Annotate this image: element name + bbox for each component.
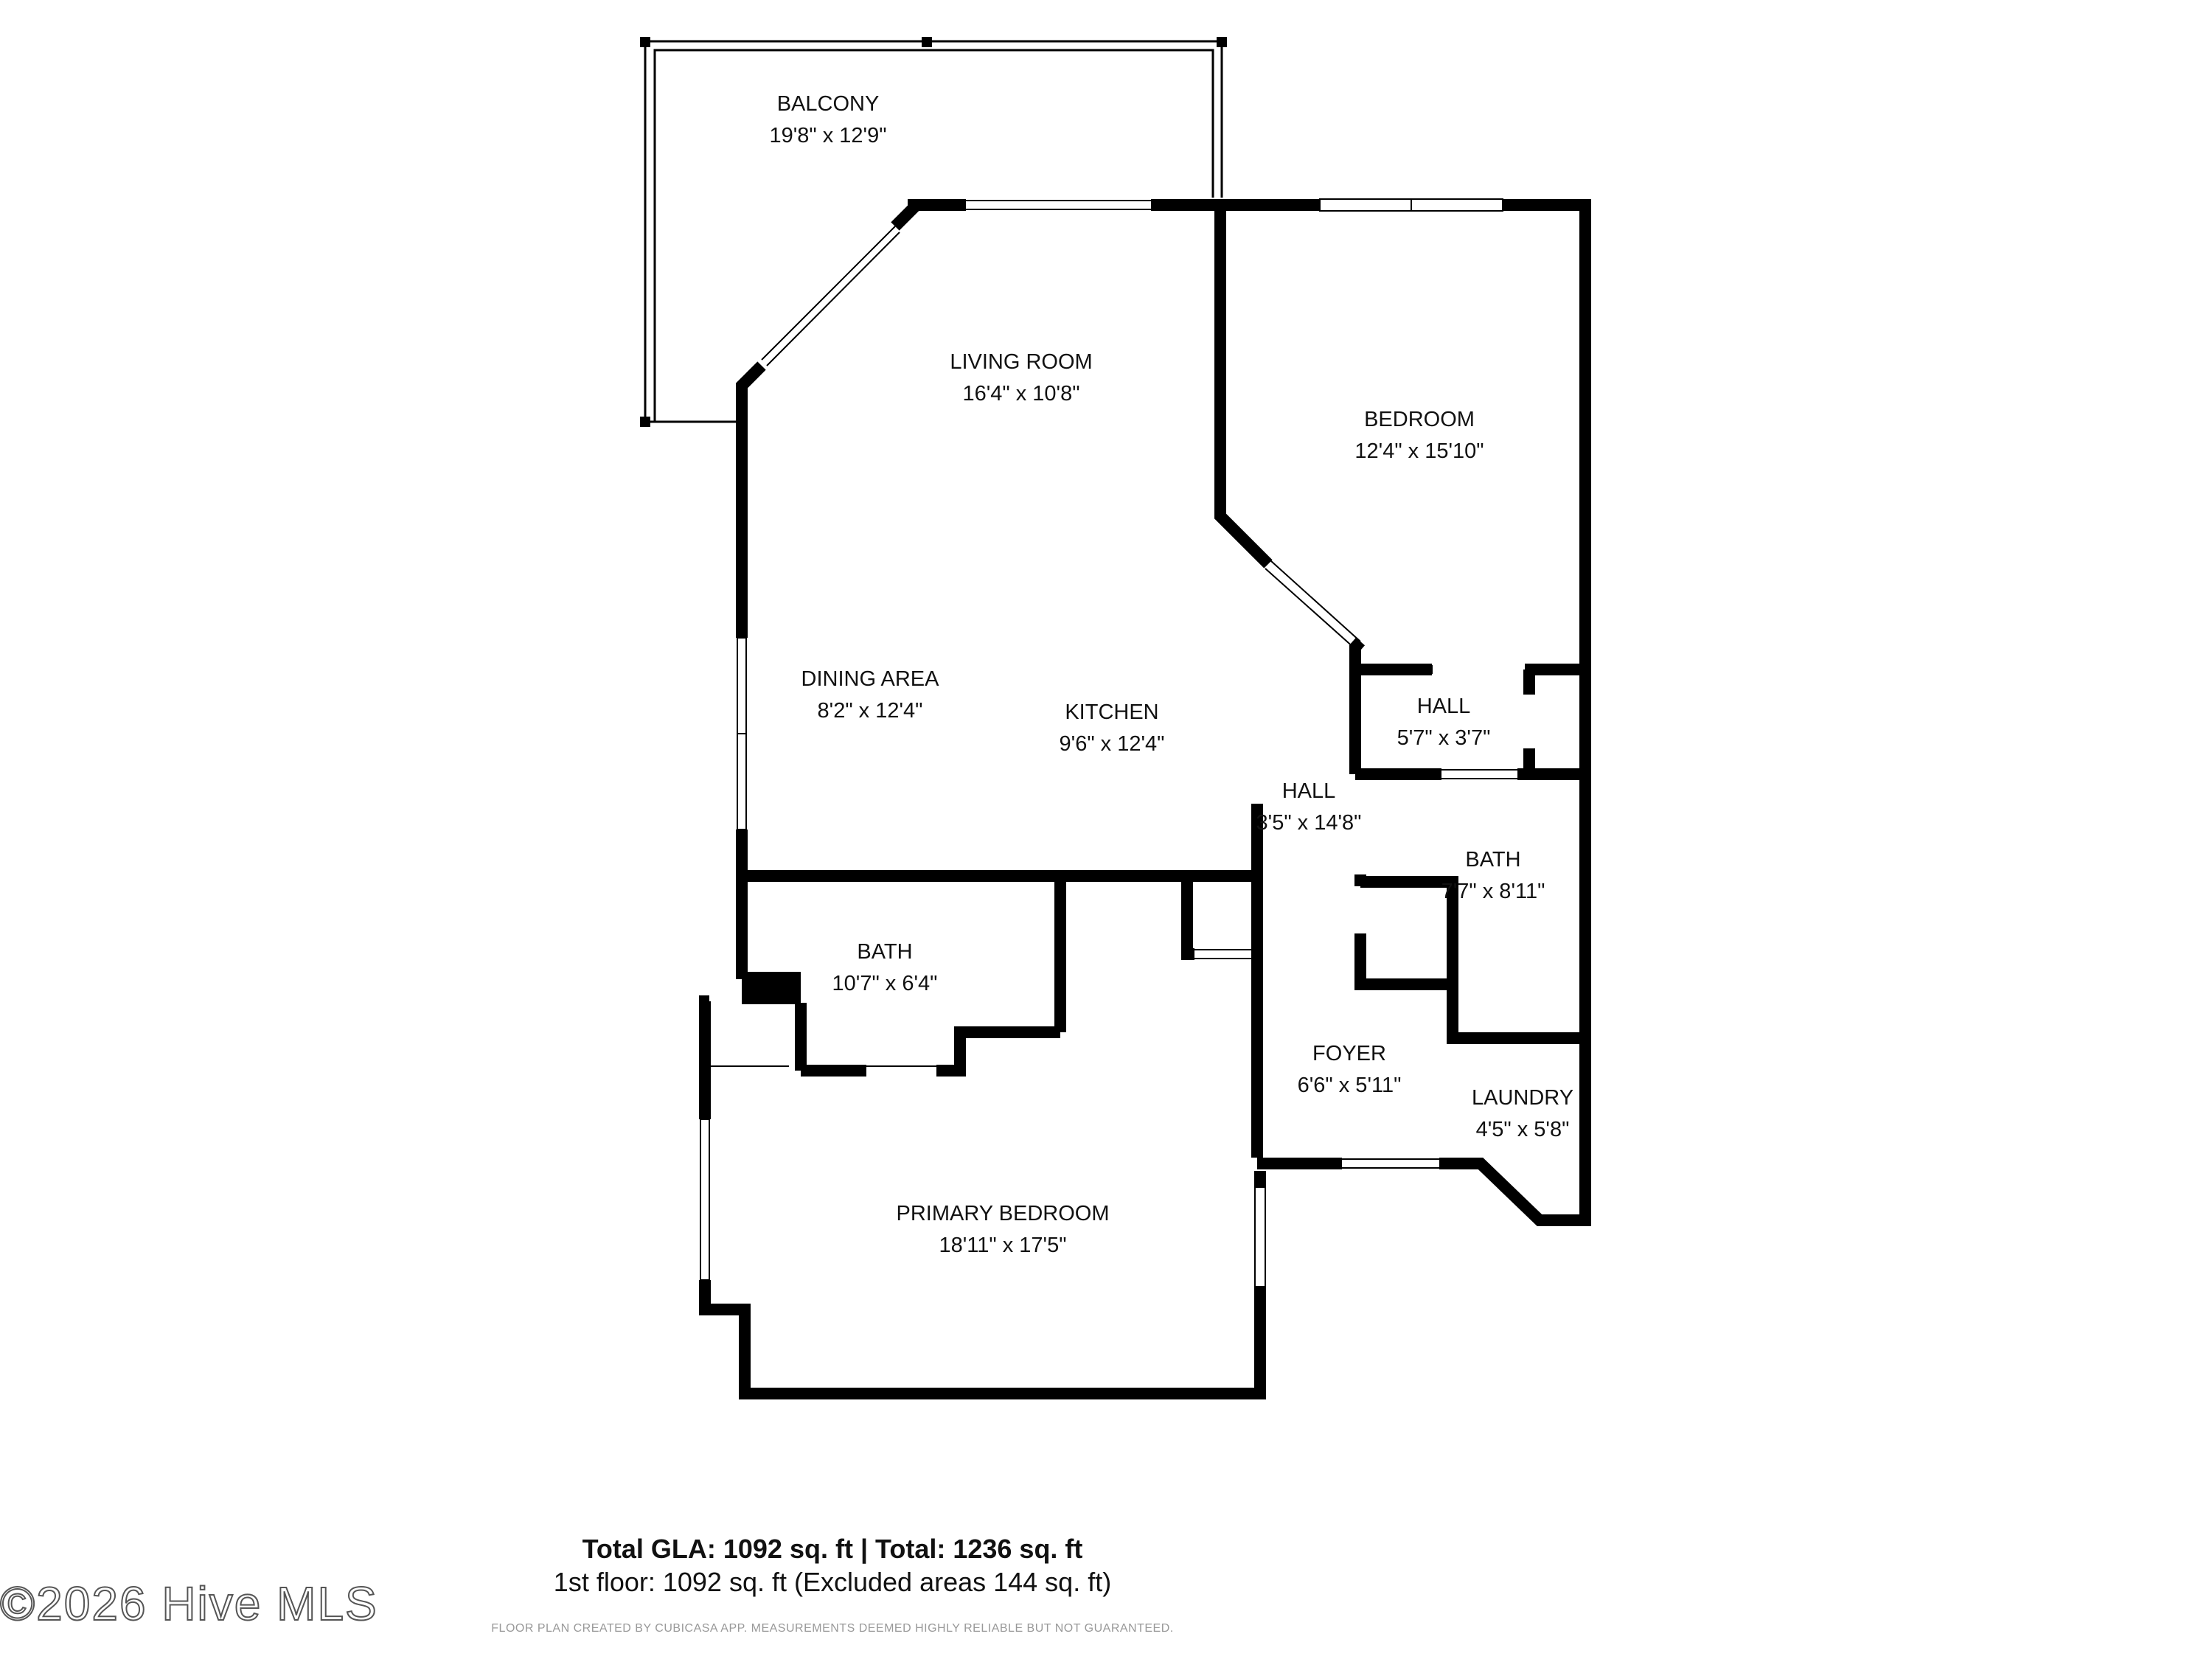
room-name: BATH [1465,848,1520,872]
room-dimensions: 5'7" x 3'7" [1397,726,1491,750]
room-label-laundry: LAUNDRY 4'5" x 5'8" [1472,1086,1573,1141]
room-name: LAUNDRY [1472,1086,1573,1110]
room-name: BATH [857,940,912,964]
room-dimensions: 10'7" x 6'4" [832,972,938,995]
room-label-balcony: BALCONY 19'8" x 12'9" [769,92,886,147]
room-name: KITCHEN [1065,700,1158,724]
room-dimensions: 9'6" x 12'4" [1060,732,1165,756]
room-dimensions: 8'2" x 12'4" [818,699,923,723]
room-dimensions: 4'5" x 5'8" [1476,1118,1570,1141]
windows [700,198,1517,1287]
room-label-hall-upper: HALL 5'7" x 3'7" [1397,695,1491,750]
total-area-summary: Total GLA: 1092 sq. ft | Total: 1236 sq.… [582,1534,1083,1564]
room-label-bath-right: BATH 7'7" x 8'11" [1441,848,1545,903]
room-label-dining-area: DINING AREA 8'2" x 12'4" [801,667,940,723]
room-name: PRIMARY BEDROOM [897,1202,1110,1225]
room-name: BEDROOM [1364,408,1475,431]
room-dimensions: 12'4" x 15'10" [1354,439,1484,463]
balcony-posts [640,37,1227,427]
room-label-bath-left: BATH 10'7" x 6'4" [832,940,938,995]
walls [699,199,1591,1399]
room-dimensions: 3'5" x 14'8" [1256,811,1362,835]
room-label-bedroom: BEDROOM 12'4" x 15'10" [1354,408,1484,463]
room-name: BALCONY [777,92,880,116]
balcony-outline [644,40,1223,423]
room-dimensions: 6'6" x 5'11" [1298,1074,1402,1097]
watermark: ©2026 Hive MLS [0,1576,378,1631]
room-name: HALL [1417,695,1471,718]
room-name: LIVING ROOM [950,350,1092,374]
room-label-living-room: LIVING ROOM 16'4" x 10'8" [950,350,1092,406]
room-label-foyer: FOYER 6'6" x 5'11" [1298,1042,1402,1097]
room-name: FOYER [1312,1042,1386,1065]
room-dimensions: 16'4" x 10'8" [962,382,1079,406]
disclaimer-text: FLOOR PLAN CREATED BY CUBICASA APP. MEAS… [491,1622,1174,1635]
room-name: HALL [1282,779,1336,803]
wall-block [742,972,801,1004]
room-dimensions: 18'11" x 17'5" [939,1234,1066,1257]
room-label-hall-center: HALL 3'5" x 14'8" [1256,779,1362,835]
room-label-primary-bedroom: PRIMARY BEDROOM 18'11" x 17'5" [897,1202,1110,1257]
room-dimensions: 19'8" x 12'9" [769,124,886,147]
room-dimensions: 7'7" x 8'11" [1441,880,1545,903]
room-name: DINING AREA [801,667,940,691]
floor-area-summary: 1st floor: 1092 sq. ft (Excluded areas 1… [553,1567,1112,1597]
room-label-kitchen: KITCHEN 9'6" x 12'4" [1060,700,1165,756]
